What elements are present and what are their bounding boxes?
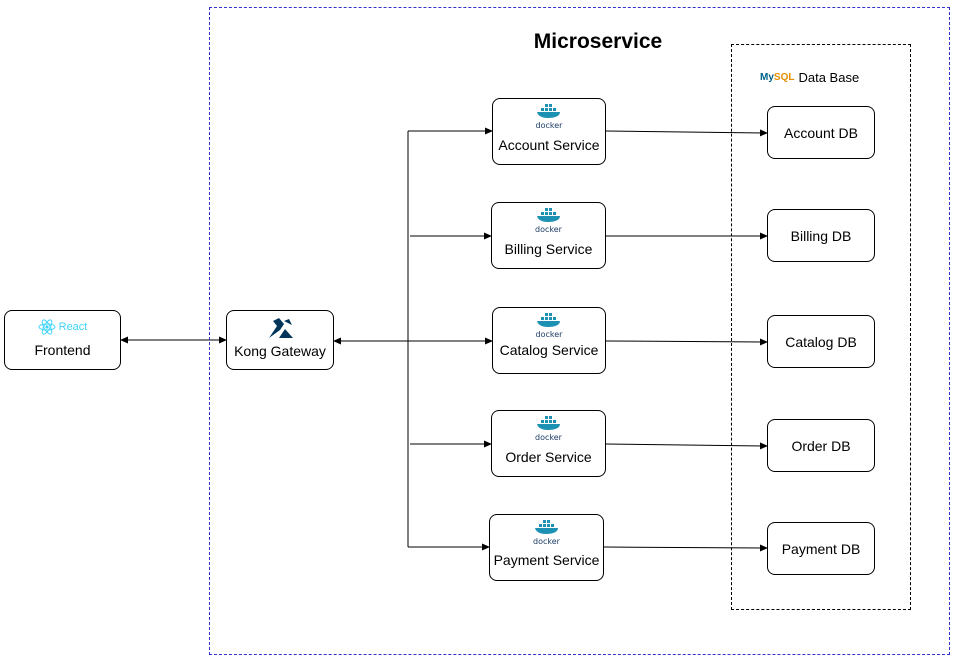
kong-icon <box>269 318 293 338</box>
frontend-node[interactable]: React Frontend <box>4 310 121 370</box>
account-db-node[interactable]: Account DB <box>767 106 875 159</box>
payment-db-node[interactable]: Payment DB <box>767 522 875 575</box>
docker-logo: docker <box>533 518 561 546</box>
docker-logo: docker <box>535 206 563 234</box>
docker-text: docker <box>533 537 560 546</box>
frontend-label: Frontend <box>34 342 91 358</box>
docker-icon <box>537 104 560 118</box>
docker-icon <box>536 416 560 430</box>
account-db-label: Account DB <box>784 125 858 141</box>
kong-gateway-label: Kong Gateway <box>234 343 326 359</box>
database-group-label: Data Base <box>798 70 860 85</box>
docker-logo: docker <box>535 311 563 339</box>
docker-icon <box>536 208 560 222</box>
react-icon <box>38 319 56 335</box>
catalog-db-connector <box>605 338 768 346</box>
payment-service-label: Payment Service <box>493 552 600 568</box>
payment-db-label: Payment DB <box>781 541 861 557</box>
docker-logo: docker <box>535 102 563 130</box>
catalog-db-label: Catalog DB <box>785 334 857 350</box>
order-db-connector <box>605 442 768 450</box>
kong-gateway-node[interactable]: Kong Gateway <box>226 310 334 370</box>
order-db-label: Order DB <box>791 438 851 454</box>
docker-icon <box>534 520 558 534</box>
billing-db-node[interactable]: Billing DB <box>767 209 875 262</box>
mysql-logo: MySQL <box>760 72 795 83</box>
catalog-service-label: Catalog Service <box>499 342 599 358</box>
react-logo: React <box>5 319 120 335</box>
account-db-connector <box>605 129 768 137</box>
docker-logo: docker <box>535 414 563 442</box>
react-brand-text: React <box>58 321 88 333</box>
order-db-node[interactable]: Order DB <box>767 419 875 472</box>
catalog-db-node[interactable]: Catalog DB <box>767 315 875 368</box>
docker-text: docker <box>535 121 563 130</box>
account-service-node[interactable]: docker Account Service <box>492 98 606 165</box>
order-service-node[interactable]: docker Order Service <box>491 410 606 477</box>
billing-service-node[interactable]: docker Billing Service <box>491 202 606 269</box>
docker-icon <box>537 313 560 327</box>
microservice-title: Microservice <box>533 30 663 53</box>
catalog-service-node[interactable]: docker Catalog Service <box>492 307 606 374</box>
microservice-boundary <box>209 7 950 655</box>
billing-db-label: Billing DB <box>790 228 852 244</box>
docker-text: docker <box>535 433 562 442</box>
database-group-title: MySQL Data Base <box>760 70 900 85</box>
order-service-label: Order Service <box>505 449 592 465</box>
payment-service-node[interactable]: docker Payment Service <box>489 514 604 581</box>
docker-text: docker <box>535 225 562 234</box>
billing-service-label: Billing Service <box>504 241 593 257</box>
payment-db-connector <box>603 544 768 552</box>
database-boundary <box>731 44 911 610</box>
account-service-label: Account Service <box>498 137 600 153</box>
docker-text: docker <box>535 330 563 339</box>
